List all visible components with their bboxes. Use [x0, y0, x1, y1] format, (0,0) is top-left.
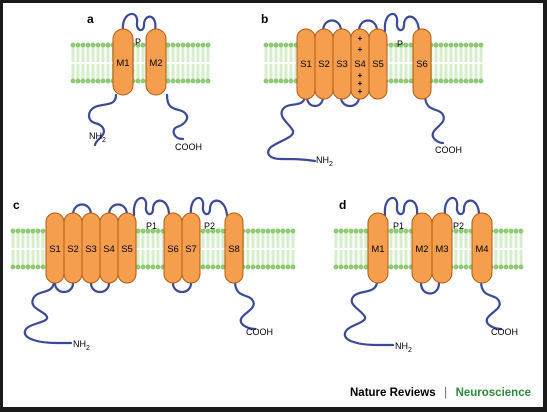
publisher-credit: Nature Reviews | Neuroscience [350, 383, 531, 400]
loop-b-s4-s5 [357, 19, 379, 33]
loop-c-s5-p1-s6 [132, 197, 171, 217]
loop-b-n [267, 93, 317, 163]
loop-c-s6-s7 [171, 281, 193, 294]
ion-channel-topology-diagram: a M1 M2 P NH2 COOH b S1 S2 S3 S4 S5 S6 +… [10, 12, 531, 400]
helix-c-s8 [224, 212, 244, 284]
segment-label-c-s7: S7 [185, 244, 197, 255]
segment-label-c-s6: S6 [167, 244, 179, 255]
loop-c-s7-p2-s8 [189, 197, 229, 217]
charge-b-1: + [358, 34, 363, 43]
segment-label-d-m2: M2 [415, 244, 428, 255]
segment-label-b-s6: S6 [416, 59, 428, 70]
membrane-a [70, 42, 211, 84]
figure-frame: a M1 M2 P NH2 COOH b S1 S2 S3 S4 S5 S6 +… [3, 3, 543, 407]
segment-label-d-m4: M4 [475, 244, 488, 255]
charge-b-4: + [358, 79, 363, 88]
loop-b-s2-s3 [321, 19, 343, 33]
segment-label-a-m1: M1 [116, 58, 129, 69]
segment-label-b-s1: S1 [300, 59, 312, 70]
c-terminus-label-a: COOH [175, 142, 202, 152]
helix-a-m1 [112, 28, 134, 96]
loop-d-m3-p2-m4 [443, 197, 481, 217]
segment-label-b-s5: S5 [372, 59, 384, 70]
panel-label-a: a [87, 12, 94, 26]
loop-a-n [87, 93, 118, 147]
loop-c-s4-s5 [107, 203, 129, 217]
loop-b-s3-s4 [339, 95, 361, 108]
credit-separator: | [444, 387, 447, 399]
n-terminus-label-c: NH2 [73, 339, 90, 352]
loop-d-m1-p1-m2 [383, 197, 419, 217]
pore-label-a: P [135, 37, 141, 47]
c-terminus-label-c: COOH [246, 327, 273, 337]
panel-d: d M1 M2 M3 M4 P1 P2 NH2 COOH [333, 197, 524, 354]
segment-label-c-s2: S2 [67, 244, 79, 255]
charge-b-3: + [358, 71, 363, 80]
credit-line: Nature Reviews | Neuroscience [350, 383, 531, 400]
segment-label-a-m2: M2 [149, 58, 162, 69]
loop-b-s1-s2 [305, 95, 325, 108]
n-terminus-label-a: NH2 [89, 131, 106, 144]
helix-c-s5 [117, 212, 137, 284]
pore-label-d-p2: P2 [453, 221, 464, 231]
helix-d-m4 [471, 212, 493, 284]
pore-label-b: P [397, 39, 403, 49]
loop-c-c [233, 279, 257, 331]
charge-b-2: + [358, 45, 363, 54]
loop-b-c [423, 93, 445, 145]
loop-c-n [23, 279, 73, 345]
segment-label-b-s4: S4 [354, 59, 366, 70]
panel-label-b: b [261, 12, 268, 26]
segment-label-b-s3: S3 [336, 59, 348, 70]
helix-c-s7 [181, 212, 201, 284]
loop-d-n [343, 279, 395, 347]
panel-b: b S1 S2 S3 S4 S5 S6 + + + + + P NH2 COOH [261, 12, 484, 168]
panel-label-c: c [13, 198, 20, 212]
helix-d-m3 [431, 212, 453, 284]
pore-label-d-p1: P1 [393, 221, 404, 231]
loop-c-s1-s2 [53, 281, 75, 294]
helix-d-m1 [367, 212, 389, 284]
loop-a-c [165, 93, 189, 141]
credit-field: Neuroscience [456, 387, 531, 399]
loop-d-c [479, 279, 503, 331]
credit-journal: Nature Reviews [350, 387, 436, 399]
pore-label-c-p2: P2 [204, 221, 215, 231]
helix-b-s6 [412, 28, 432, 100]
segment-label-c-s4: S4 [103, 244, 115, 255]
charge-b-5: + [358, 87, 363, 96]
panel-a: a M1 M2 P NH2 COOH [70, 12, 211, 152]
helix-b-s5 [368, 28, 388, 100]
c-terminus-label-d: COOH [491, 327, 518, 337]
loop-c-s2-s3 [71, 203, 93, 217]
c-terminus-label-b: COOH [435, 145, 462, 155]
n-terminus-label-b: NH2 [316, 155, 333, 168]
segment-label-d-m3: M3 [435, 244, 448, 255]
loop-d-m2-m3 [419, 281, 441, 295]
segment-label-d-m1: M1 [371, 244, 384, 255]
segment-label-c-s8: S8 [228, 244, 240, 255]
segment-label-b-s2: S2 [318, 59, 330, 70]
loop-a-m1-p [121, 13, 157, 33]
panel-c: c S1 S2 S3 S4 S5 S6 S7 S8 P1 P2 NH2 COOH [10, 197, 296, 352]
pore-label-c-p1: P1 [146, 221, 157, 231]
segment-label-c-s5: S5 [121, 244, 133, 255]
segment-label-c-s3: S3 [85, 244, 97, 255]
n-terminus-label-d: NH2 [395, 341, 412, 354]
helix-a-m2 [145, 28, 167, 96]
segment-label-c-s1: S1 [49, 244, 61, 255]
panel-label-d: d [339, 198, 346, 212]
loop-b-s5-p-s6 [383, 13, 421, 33]
loop-c-s3-s4 [89, 281, 111, 294]
